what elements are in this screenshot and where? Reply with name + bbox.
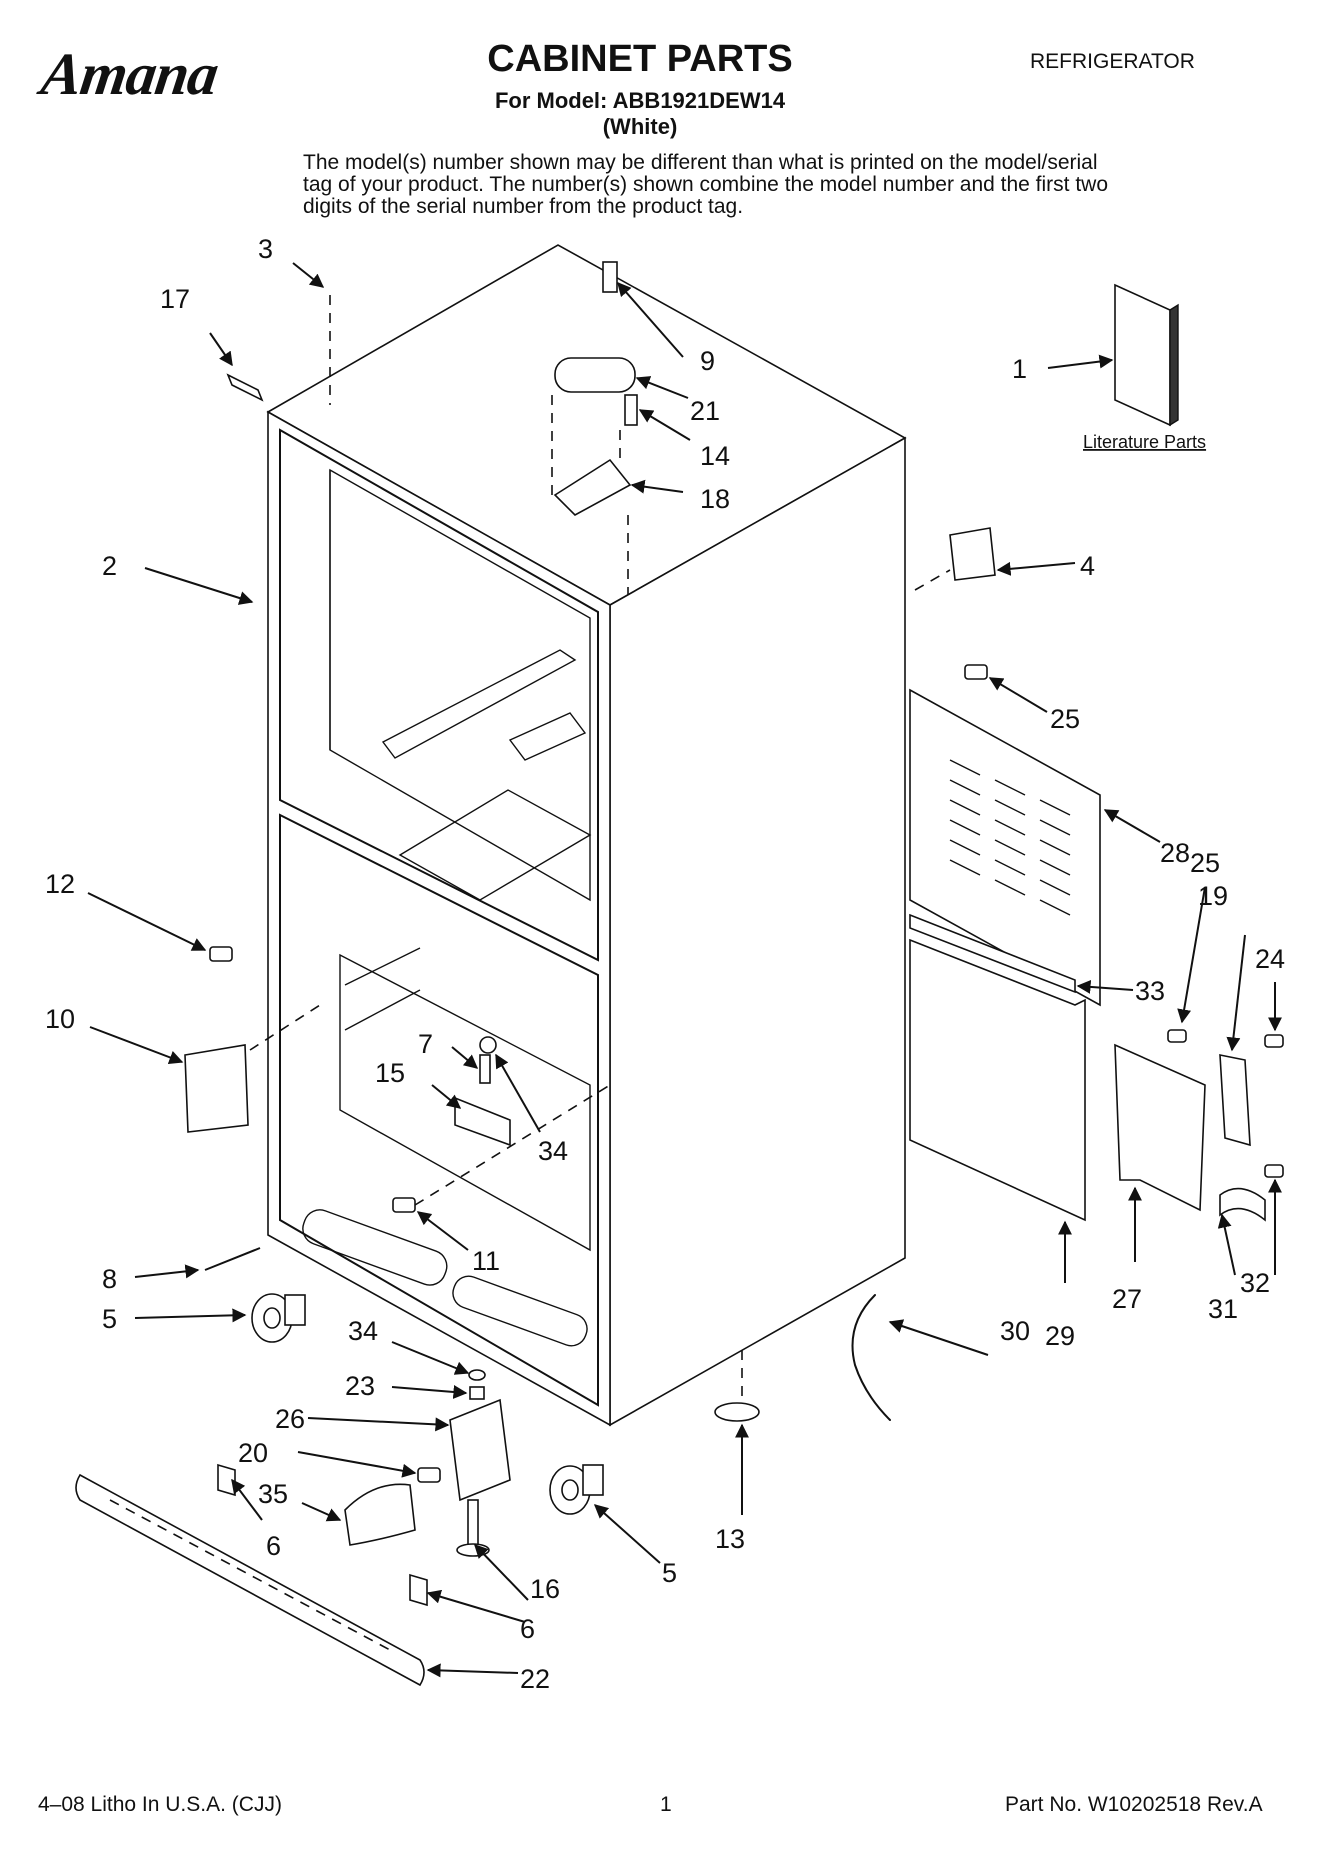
leader-lines <box>87 262 1282 1678</box>
callout-22: 22 <box>520 1664 550 1694</box>
callout-28: 28 <box>1160 838 1190 868</box>
callout-33: 33 <box>1135 976 1165 1006</box>
callout-10: 10 <box>45 1004 75 1034</box>
callout-1: 1 <box>1012 354 1027 384</box>
callout-11: 11 <box>472 1246 500 1276</box>
callout-8: 8 <box>102 1264 117 1294</box>
callout-25: 25 <box>1050 704 1080 734</box>
callout-31: 31 <box>1208 1294 1238 1324</box>
callout-23: 23 <box>345 1371 375 1401</box>
callout-5: 5 <box>102 1304 117 1334</box>
rear-caster <box>549 1464 604 1515</box>
callout-15: 15 <box>375 1058 405 1088</box>
callout-6: 6 <box>520 1614 535 1644</box>
page-number: 1 <box>660 1793 672 1816</box>
callout-9: 9 <box>700 346 715 376</box>
callout-16: 16 <box>530 1574 560 1604</box>
front-caster <box>251 1293 306 1343</box>
callout-21: 21 <box>690 396 720 426</box>
callout-2: 2 <box>102 551 117 581</box>
callout-32: 32 <box>1240 1268 1270 1298</box>
callout-29: 29 <box>1045 1321 1075 1351</box>
model-line: For Model: ABB1921DEW14 <box>494 88 786 113</box>
callout-4: 4 <box>1080 551 1095 581</box>
callout-7: 7 <box>418 1029 433 1059</box>
part-number: Part No. W10202518 Rev.A <box>1005 1793 1263 1816</box>
callout-12: 12 <box>45 869 75 899</box>
callout-34: 34 <box>348 1316 378 1346</box>
cabinet-shell <box>266 244 907 1427</box>
model-notice: The model(s) number shown may be differe… <box>303 151 1109 218</box>
callout-13: 13 <box>715 1524 745 1554</box>
callout-19: 19 <box>1198 881 1228 911</box>
callout-labels: 1234556678910111213141516171819202122232… <box>45 234 1285 1694</box>
callout-25: 25 <box>1190 848 1220 878</box>
callout-26: 26 <box>275 1404 305 1434</box>
callout-30: 30 <box>1000 1316 1030 1346</box>
callout-20: 20 <box>238 1438 268 1468</box>
toe-grille <box>75 1473 425 1687</box>
print-info: 4–08 Litho In U.S.A. (CJJ) <box>38 1793 282 1816</box>
callout-34: 34 <box>538 1136 568 1166</box>
color-line: (White) <box>602 114 678 139</box>
callout-3: 3 <box>258 234 273 264</box>
page-title: CABINET PARTS <box>487 38 793 80</box>
callout-14: 14 <box>700 441 730 471</box>
literature-pamphlet <box>1114 283 1179 427</box>
top-hinge-assembly <box>551 261 638 595</box>
callout-24: 24 <box>1255 944 1285 974</box>
category-label: REFRIGERATOR <box>1030 50 1195 73</box>
literature-parts-link[interactable]: Literature Parts <box>1083 432 1206 452</box>
rear-access-cover <box>909 688 1101 1007</box>
callout-35: 35 <box>258 1479 288 1509</box>
callout-5: 5 <box>662 1558 677 1588</box>
callout-18: 18 <box>700 484 730 514</box>
callout-6: 6 <box>266 1531 281 1561</box>
callout-17: 17 <box>160 284 190 314</box>
callout-27: 27 <box>1112 1284 1142 1314</box>
